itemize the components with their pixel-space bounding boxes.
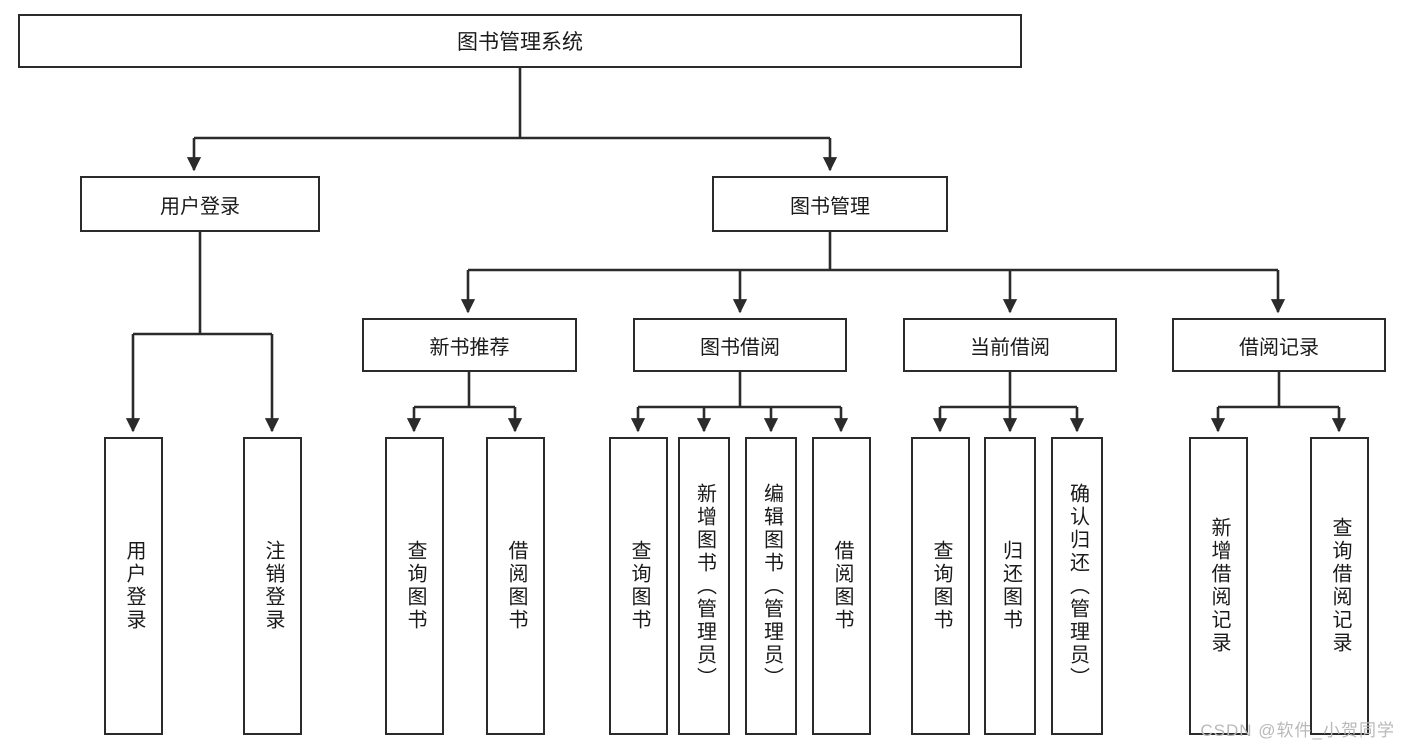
leaf-add-borrow-record-label: 新增借阅记录 bbox=[1208, 517, 1230, 655]
leaf-query-book-3-label: 查询图书 bbox=[930, 540, 952, 632]
node-current-borrow[interactable]: 当前借阅 bbox=[903, 318, 1117, 372]
leaf-query-borrow-record[interactable]: 查询借阅记录 bbox=[1310, 437, 1369, 735]
leaf-query-book-2-label: 查询图书 bbox=[628, 540, 650, 632]
node-new-book-recommend[interactable]: 新书推荐 bbox=[362, 318, 577, 372]
leaf-return-book[interactable]: 归还图书 bbox=[984, 437, 1036, 735]
leaf-confirm-return-label: 确认归还（管理员） bbox=[1066, 482, 1089, 690]
leaf-borrow-book-1[interactable]: 借阅图书 bbox=[486, 437, 545, 735]
leaf-borrow-book-2-label: 借阅图书 bbox=[831, 540, 853, 632]
leaf-borrow-book-2[interactable]: 借阅图书 bbox=[812, 437, 871, 735]
watermark: CSDN @软件_小贺同学 bbox=[1200, 721, 1395, 740]
node-book-borrow-label: 图书借阅 bbox=[700, 336, 780, 359]
leaf-add-borrow-record[interactable]: 新增借阅记录 bbox=[1189, 437, 1248, 735]
leaf-user-logout[interactable]: 注销登录 bbox=[243, 437, 302, 735]
leaf-add-book-label: 新增图书（管理员） bbox=[693, 482, 716, 690]
leaf-query-book-2[interactable]: 查询图书 bbox=[609, 437, 668, 735]
leaf-return-book-label: 归还图书 bbox=[999, 540, 1022, 632]
leaf-query-book-1-label: 查询图书 bbox=[404, 540, 426, 632]
leaf-query-book-3[interactable]: 查询图书 bbox=[911, 437, 970, 735]
leaf-query-borrow-record-label: 查询借阅记录 bbox=[1329, 517, 1351, 655]
leaf-edit-book[interactable]: 编辑图书（管理员） bbox=[745, 437, 797, 735]
node-book-manage[interactable]: 图书管理 bbox=[712, 176, 948, 232]
leaf-edit-book-label: 编辑图书（管理员） bbox=[760, 482, 783, 690]
leaf-add-book[interactable]: 新增图书（管理员） bbox=[678, 437, 730, 735]
node-borrow-record-label: 借阅记录 bbox=[1239, 336, 1319, 359]
leaf-user-login[interactable]: 用户登录 bbox=[104, 437, 163, 735]
leaf-user-logout-label: 注销登录 bbox=[262, 540, 284, 632]
node-user-login[interactable]: 用户登录 bbox=[80, 176, 320, 232]
node-root-label: 图书管理系统 bbox=[457, 31, 583, 54]
leaf-query-book-1[interactable]: 查询图书 bbox=[385, 437, 444, 735]
node-book-borrow[interactable]: 图书借阅 bbox=[633, 318, 847, 372]
node-book-manage-label: 图书管理 bbox=[790, 195, 870, 218]
node-new-book-recommend-label: 新书推荐 bbox=[429, 336, 510, 359]
leaf-user-login-label: 用户登录 bbox=[123, 540, 145, 632]
leaf-borrow-book-1-label: 借阅图书 bbox=[505, 540, 527, 632]
node-root[interactable]: 图书管理系统 bbox=[18, 14, 1022, 68]
node-current-borrow-label: 当前借阅 bbox=[970, 336, 1050, 359]
node-borrow-record[interactable]: 借阅记录 bbox=[1172, 318, 1386, 372]
node-user-login-label: 用户登录 bbox=[160, 195, 240, 218]
leaf-confirm-return[interactable]: 确认归还（管理员） bbox=[1051, 437, 1103, 735]
